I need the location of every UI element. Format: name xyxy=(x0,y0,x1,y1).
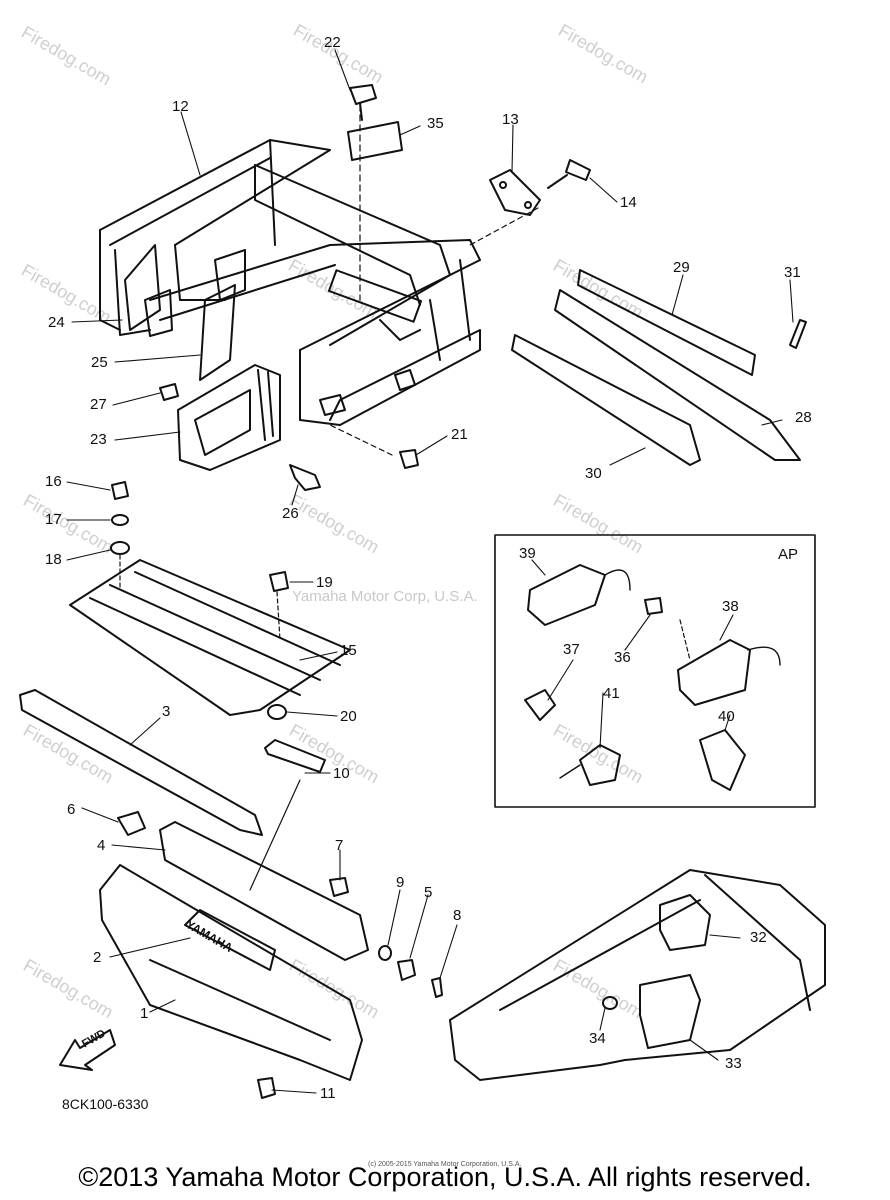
callout-part-13: 13 xyxy=(502,111,519,128)
part-23-console xyxy=(177,364,281,471)
callout-part-10: 10 xyxy=(333,765,350,782)
callout-part-27: 27 xyxy=(90,396,107,413)
callout-part-40: 40 xyxy=(718,708,735,725)
part-20-grommet xyxy=(267,704,287,720)
part-2-emblem xyxy=(184,909,276,971)
part-13-bracket xyxy=(489,169,541,216)
footer-copyright: ©2013 Yamaha Motor Corporation, U.S.A. A… xyxy=(78,1162,812,1192)
callout-part-7: 7 xyxy=(335,837,344,854)
callout-part-4: 4 xyxy=(97,837,106,854)
part-26-bolt xyxy=(289,464,321,491)
part-39-sender xyxy=(527,564,606,626)
callout-part-18: 18 xyxy=(45,551,62,568)
callout-part-26: 26 xyxy=(282,505,299,522)
callout-part-31: 31 xyxy=(784,264,801,281)
callout-part-24: 24 xyxy=(48,314,65,331)
callout-part-19: 19 xyxy=(316,574,333,591)
part-21-bolt xyxy=(399,449,419,469)
part-31-screw xyxy=(789,319,807,349)
callout-part-20: 20 xyxy=(340,708,357,725)
callout-part-36: 36 xyxy=(614,649,631,666)
callout-part-22: 22 xyxy=(324,34,341,51)
part-15-mat xyxy=(69,559,351,716)
part-25-plate xyxy=(199,284,236,381)
part-18-washer xyxy=(110,541,130,555)
callout-part-32: 32 xyxy=(750,929,767,946)
part-8-pin xyxy=(431,977,443,998)
callout-part-30: 30 xyxy=(585,465,602,482)
callout-part-9: 9 xyxy=(396,874,405,891)
callout-part-12: 12 xyxy=(172,98,189,115)
part-1-hood xyxy=(99,864,363,1081)
leader-lines xyxy=(66,49,794,1094)
part-7-clip xyxy=(329,877,349,897)
callout-part-25: 25 xyxy=(91,354,108,371)
part-29-rail xyxy=(577,269,756,376)
part-3-pad xyxy=(19,689,263,836)
part-17-washer xyxy=(111,514,129,526)
part-9-oring xyxy=(378,945,392,961)
part-24-bracket xyxy=(124,244,161,331)
callout-part-11: 11 xyxy=(320,1085,336,1102)
callout-part-15: 15 xyxy=(340,642,357,659)
ap-inset-label: AP xyxy=(778,546,799,563)
part-4-bracket xyxy=(159,821,369,961)
callout-part-5: 5 xyxy=(424,884,433,901)
part-36-screw xyxy=(644,597,663,615)
callout-part-41: 41 xyxy=(603,685,620,702)
ap-inset-frame xyxy=(494,534,816,808)
callout-part-3: 3 xyxy=(162,703,171,720)
callout-part-16: 16 xyxy=(45,473,62,490)
callout-part-1: 1 xyxy=(140,1005,149,1022)
part-27-grommet xyxy=(159,383,179,401)
callout-part-29: 29 xyxy=(673,259,690,276)
part-35-label xyxy=(347,121,403,161)
callout-part-23: 23 xyxy=(90,431,107,448)
part-22-bolt xyxy=(349,84,377,105)
hull-section xyxy=(449,869,826,1081)
fwd-arrow xyxy=(59,1029,116,1071)
part-28-rail xyxy=(554,289,801,461)
callout-part-28: 28 xyxy=(795,409,812,426)
callout-part-34: 34 xyxy=(589,1030,606,1047)
callout-part-33: 33 xyxy=(725,1055,742,1072)
callout-part-8: 8 xyxy=(453,907,462,924)
part-14-bolt xyxy=(565,159,591,181)
diagram-code: 8CK100-6330 xyxy=(62,1096,149,1112)
part-33-cap xyxy=(639,974,701,1049)
part-37-clip xyxy=(524,689,556,721)
callout-part-2: 2 xyxy=(93,949,102,966)
part-32-cap xyxy=(659,894,711,951)
callout-part-17: 17 xyxy=(45,511,62,528)
part-40-bracket xyxy=(699,729,746,791)
callout-part-14: 14 xyxy=(620,194,637,211)
part-10-label xyxy=(264,739,326,773)
callout-part-6: 6 xyxy=(67,801,76,818)
part-6-grommet xyxy=(117,811,146,836)
watermark-yamaha: Yamaha Motor Corp, U.S.A. xyxy=(292,588,478,605)
part-11-bolt xyxy=(257,1077,276,1099)
part-34-oring xyxy=(602,996,618,1010)
callout-part-39: 39 xyxy=(519,545,536,562)
part-38-sender xyxy=(677,639,751,706)
callout-part-38: 38 xyxy=(722,598,739,615)
small-copyright: (c) 2005-2015 Yamaha Motor Corporation, … xyxy=(368,1161,522,1168)
callout-part-37: 37 xyxy=(563,641,580,658)
handle-pole-frame xyxy=(99,104,481,426)
callout-part-21: 21 xyxy=(451,426,468,443)
part-16-nut xyxy=(111,481,129,500)
part-5-clip xyxy=(397,959,416,981)
callout-part-35: 35 xyxy=(427,115,444,132)
part-30-rail xyxy=(511,334,701,466)
part-19-bolt xyxy=(269,571,289,592)
part-41-switch xyxy=(579,744,621,786)
